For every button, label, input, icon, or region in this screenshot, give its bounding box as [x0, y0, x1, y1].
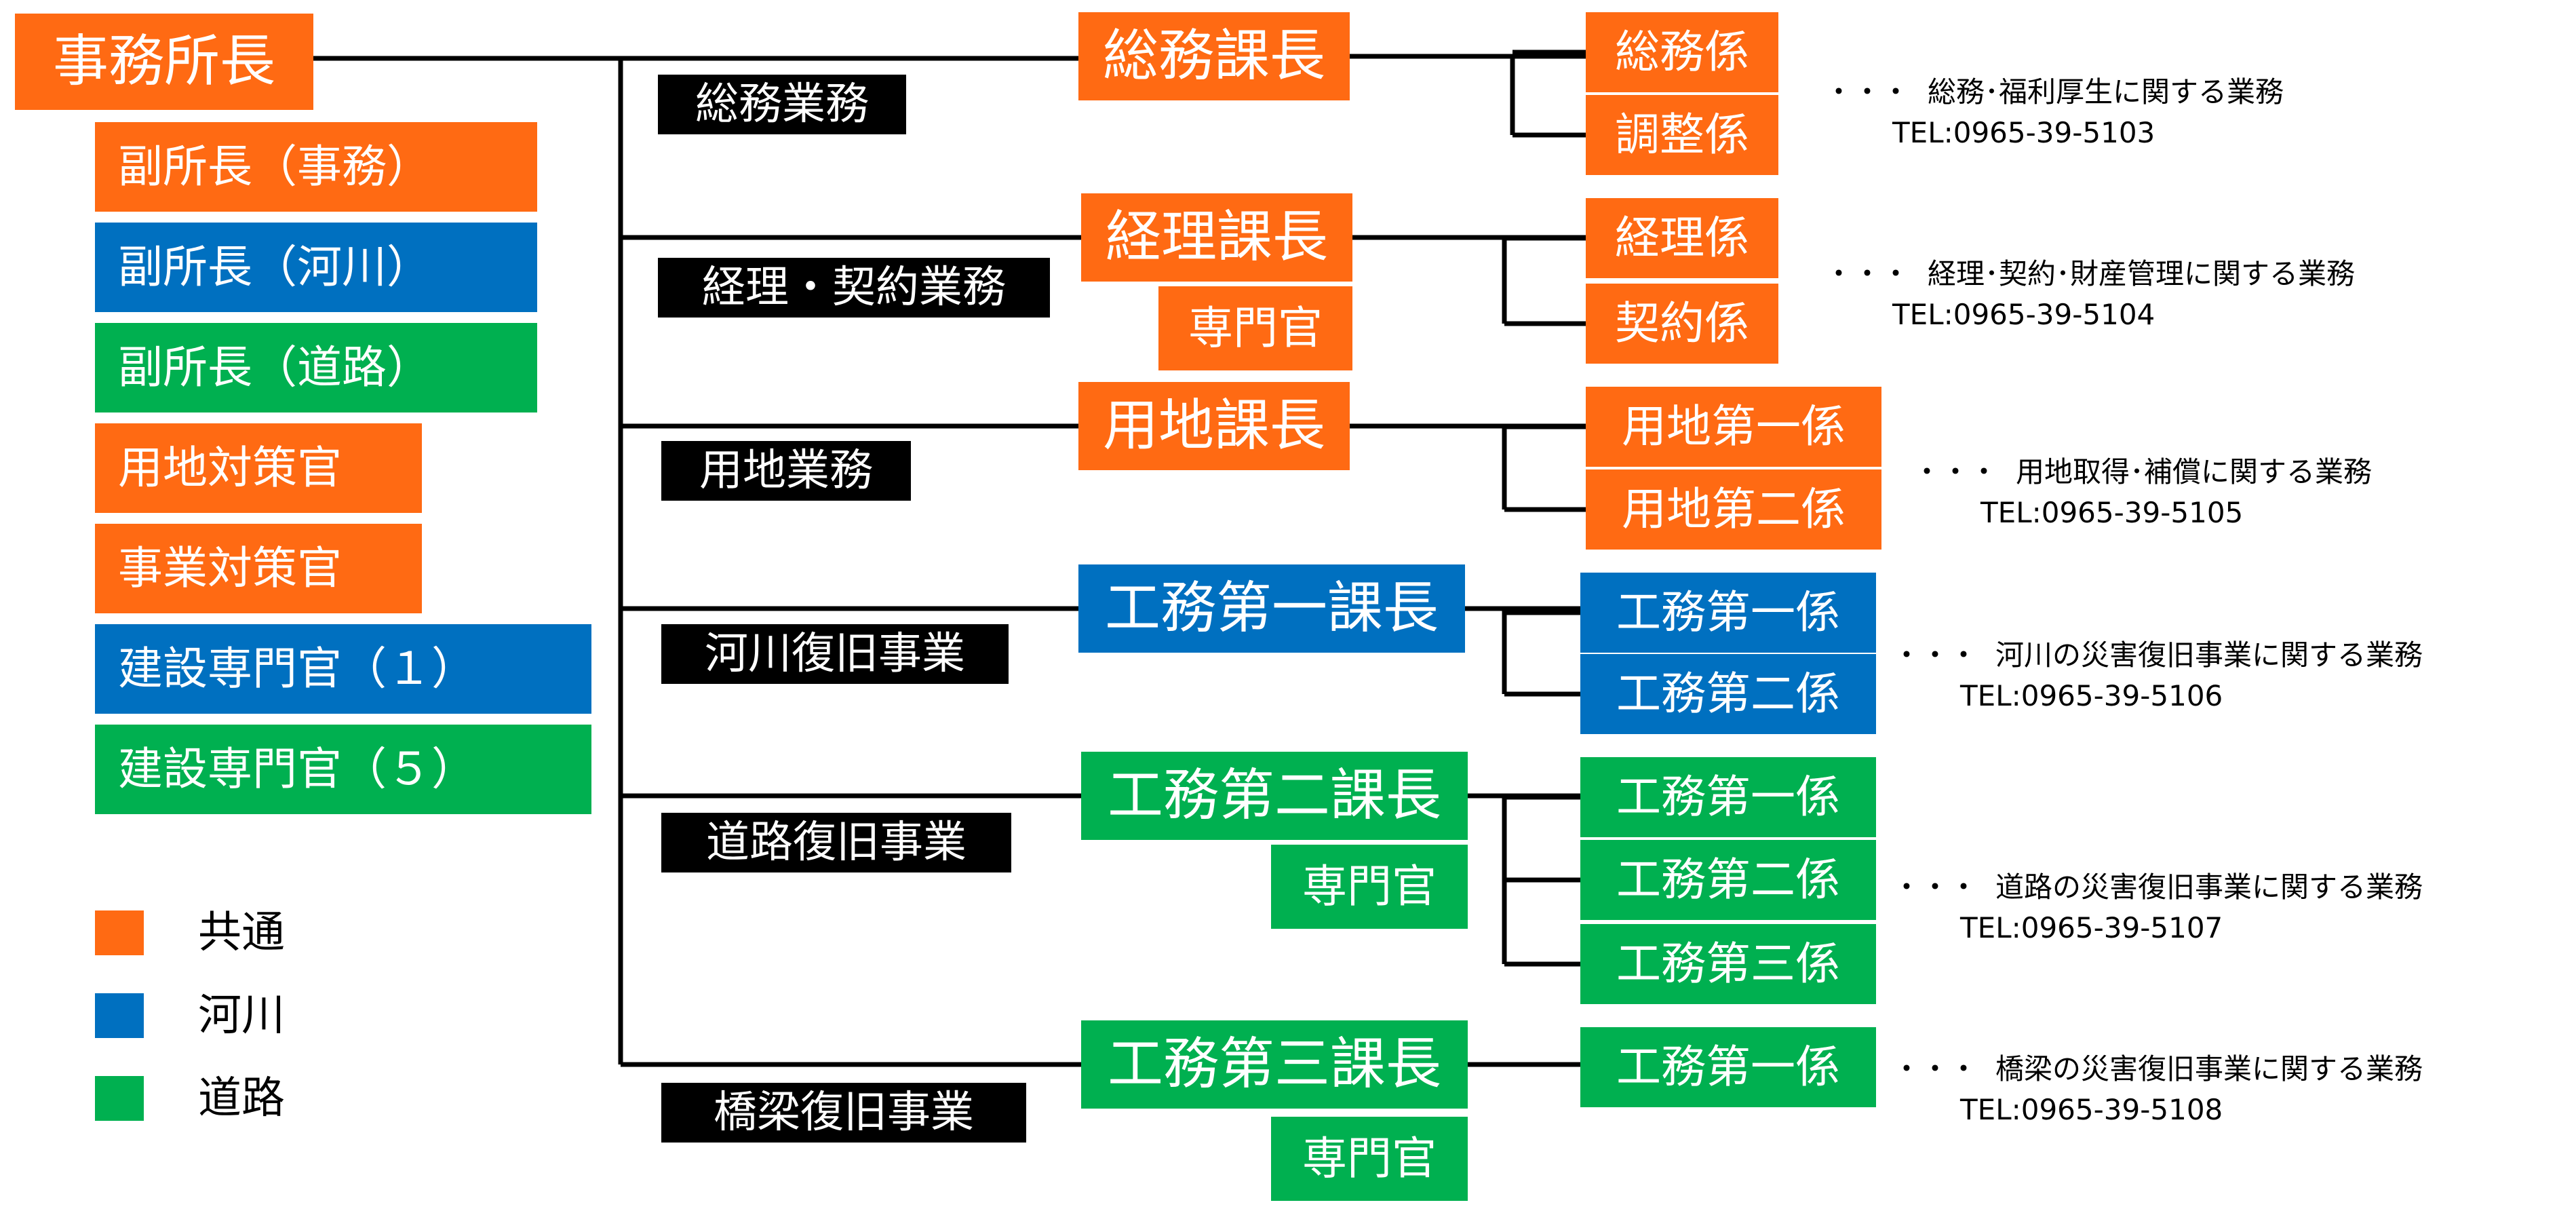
specialist-box: 専門官 [1271, 845, 1468, 929]
deputy-box: 副所長（道路） [95, 323, 537, 412]
duty-description: 橋梁の災害復旧事業に関する業務 [1995, 1052, 2423, 1086]
legend-swatch [95, 910, 144, 955]
section-box: 用地第二係 [1586, 469, 1881, 550]
ellipsis: ・・・ [1892, 638, 1978, 672]
deputy-box: 副所長（河川） [95, 223, 537, 312]
section-box: 工務第一係 [1580, 573, 1876, 653]
legend-label: 道路 [198, 1073, 285, 1124]
section-box: 総務係 [1586, 12, 1778, 92]
director-box: 事務所長 [15, 14, 313, 110]
duty-note: ・・・橋梁の災害復旧事業に関する業務 TEL:0965-39-5108 [1892, 1049, 2423, 1130]
section-box: 工務第三係 [1580, 924, 1876, 1004]
deputy-box: 副所長（事務） [95, 122, 537, 212]
business-label: 橋梁復旧事業 [661, 1083, 1026, 1143]
duty-description: 道路の災害復旧事業に関する業務 [1995, 870, 2423, 904]
duty-note: ・・・道路の災害復旧事業に関する業務 TEL:0965-39-5107 [1892, 867, 2423, 948]
legend-swatch [95, 1076, 144, 1121]
section-box: 経理係 [1586, 198, 1778, 278]
duty-note: ・・・総務･福利厚生に関する業務 TEL:0965-39-5103 [1824, 72, 2284, 153]
phone-number[interactable]: TEL:0965-39-5105 [1980, 496, 2244, 529]
business-label: 総務業務 [658, 75, 906, 134]
section-chief-box: 総務課長 [1078, 12, 1350, 100]
legend-swatch [95, 993, 144, 1038]
phone-number[interactable]: TEL:0965-39-5103 [1892, 116, 2155, 149]
phone-number[interactable]: TEL:0965-39-5104 [1892, 298, 2155, 331]
ellipsis: ・・・ [1824, 257, 1911, 290]
duty-description: 総務･福利厚生に関する業務 [1928, 75, 2284, 109]
phone-number[interactable]: TEL:0965-39-5108 [1960, 1093, 2223, 1126]
duty-note: ・・・用地取得･補償に関する業務 TEL:0965-39-5105 [1913, 452, 2372, 533]
business-label: 河川復旧事業 [661, 624, 1009, 684]
specialist-box: 専門官 [1271, 1117, 1468, 1201]
deputy-box: 建設専門官（１） [95, 624, 591, 714]
legend-label: 共通 [198, 908, 285, 958]
specialist-box: 専門官 [1158, 286, 1352, 370]
deputy-box: 事業対策官 [95, 524, 422, 613]
phone-number[interactable]: TEL:0965-39-5107 [1960, 911, 2223, 944]
duty-description: 河川の災害復旧事業に関する業務 [1995, 638, 2423, 672]
business-label: 経理・契約業務 [658, 258, 1050, 318]
deputy-box: 用地対策官 [95, 423, 422, 513]
ellipsis: ・・・ [1913, 455, 1999, 488]
ellipsis: ・・・ [1892, 1052, 1978, 1086]
section-chief-box: 用地課長 [1078, 382, 1350, 470]
section-box: 工務第二係 [1580, 840, 1876, 920]
ellipsis: ・・・ [1824, 75, 1911, 109]
section-box: 工務第一係 [1580, 757, 1876, 837]
section-chief-box: 工務第三課長 [1081, 1020, 1468, 1109]
business-label: 道路復旧事業 [661, 813, 1011, 872]
duty-note: ・・・経理･契約･財産管理に関する業務 TEL:0965-39-5104 [1824, 254, 2355, 335]
duty-note: ・・・河川の災害復旧事業に関する業務 TEL:0965-39-5106 [1892, 635, 2423, 716]
section-box: 用地第一係 [1586, 387, 1881, 467]
duty-description: 経理･契約･財産管理に関する業務 [1928, 257, 2356, 290]
section-box: 契約係 [1586, 284, 1778, 364]
section-box: 工務第一係 [1580, 1027, 1876, 1107]
section-chief-box: 経理課長 [1081, 193, 1352, 282]
section-chief-box: 工務第二課長 [1081, 752, 1468, 840]
duty-description: 用地取得･補償に関する業務 [2016, 455, 2373, 488]
section-box: 工務第二係 [1580, 654, 1876, 734]
phone-number[interactable]: TEL:0965-39-5106 [1960, 679, 2223, 712]
section-box: 調整係 [1586, 95, 1778, 175]
section-chief-box: 工務第一課長 [1078, 564, 1465, 653]
business-label: 用地業務 [661, 441, 911, 501]
legend-label: 河川 [198, 991, 285, 1041]
deputy-box: 建設専門官（５） [95, 725, 591, 814]
ellipsis: ・・・ [1892, 870, 1978, 904]
